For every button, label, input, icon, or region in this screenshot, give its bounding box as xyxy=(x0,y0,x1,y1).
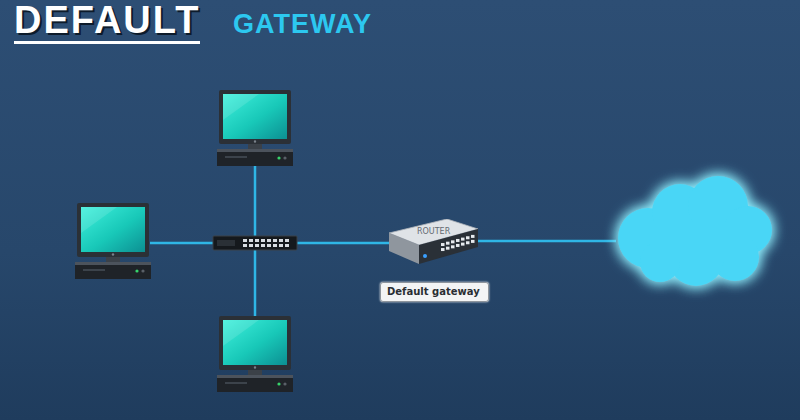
diagram-title: DEFAULT xyxy=(14,0,200,44)
heading-word: GATEWAY xyxy=(233,9,372,39)
router-outline xyxy=(389,219,479,265)
switch-icon xyxy=(213,236,297,250)
callout-text: Default gateway xyxy=(381,283,488,301)
router-device: ROUTER xyxy=(389,219,479,265)
computer-icon xyxy=(217,316,293,392)
callout-box: Default gateway xyxy=(380,282,489,302)
device-label: ROUTER xyxy=(417,227,450,236)
network-wires xyxy=(150,166,616,316)
internet-cloud xyxy=(618,176,772,286)
computer-icon xyxy=(75,203,151,279)
computer-icon xyxy=(217,90,293,166)
